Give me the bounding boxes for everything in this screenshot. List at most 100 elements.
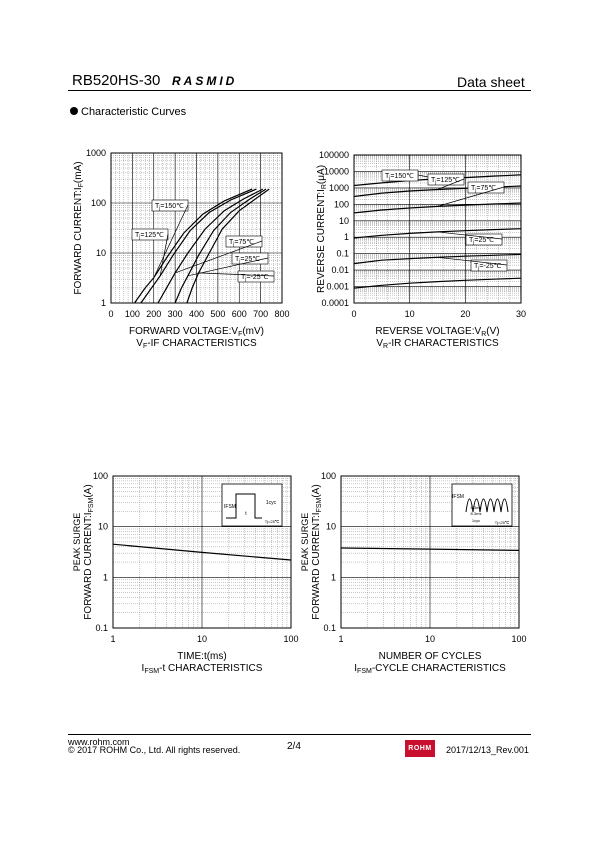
series-label: Tj=150℃ (155, 203, 184, 212)
series-label: Tj=150℃ (385, 173, 414, 182)
callout-pointer (437, 186, 505, 207)
x-tick-label: 10 (425, 634, 435, 644)
series-callout-box (231, 252, 269, 265)
bullet-icon (70, 107, 78, 115)
footer-rule (68, 734, 531, 735)
inset-label: 8.3ms (471, 505, 482, 510)
y-tick-label: 0.1 (323, 623, 336, 633)
series-line (353, 228, 522, 239)
y-tick-label: 0.01 (331, 265, 349, 275)
plot-frame (110, 152, 283, 304)
y-tick-label: 100 (334, 199, 349, 209)
inset-label: IFSM (452, 494, 464, 500)
y-axis-label: FORWARD CURRENT:IFSM(A) (311, 484, 323, 619)
y-tick-label: 10 (98, 522, 108, 532)
y-tick-label: 1000 (86, 148, 106, 158)
y-tick-label: 100 (91, 198, 106, 208)
y-tick-label: 1 (331, 572, 336, 582)
x-tick-label: 200 (146, 309, 161, 319)
x-tick-label: 1 (338, 634, 343, 644)
chart-title: VR-IR CHARACTERISTICS (376, 338, 499, 350)
series-line (140, 188, 257, 304)
x-tick-label: 30 (516, 309, 526, 319)
series-callout-box (237, 270, 275, 283)
section-title: Characteristic Curves (81, 106, 187, 118)
inset-label: 8.3ms (471, 511, 482, 516)
x-tick-label: 500 (210, 309, 225, 319)
series-line (134, 188, 253, 304)
y-tick-label: 100 (93, 471, 108, 481)
chart-vr: 0.00010.0010.010.11101001000100001000000… (316, 150, 526, 350)
page-number: 2/4 (287, 741, 301, 752)
y-tick-label: 0.001 (326, 282, 349, 292)
footer-url[interactable]: www.rohm.com (68, 737, 130, 747)
x-axis-label: NUMBER OF CYCLES (379, 651, 482, 662)
x-tick-label: 1 (110, 634, 115, 644)
x-tick-label: 100 (283, 634, 298, 644)
series-line (340, 547, 520, 551)
series-label: Tj=125℃ (135, 232, 164, 241)
series-line (157, 188, 264, 304)
section-heading: Characteristic Curves (70, 106, 186, 118)
series-line (353, 202, 522, 214)
chart-title: IFSM-CYCLE CHARACTERISTICS (354, 663, 506, 675)
rohm-logo: ROHM (405, 740, 435, 757)
x-tick-label: 0 (351, 309, 356, 319)
plot-frame (112, 475, 292, 629)
x-axis-label: TIME:t(ms) (177, 651, 226, 662)
inset-label: Tj=25℃ (265, 519, 280, 524)
y-axis-label: FORWARD CURRENT:IFSM(A) (83, 484, 95, 619)
series-callout-box (470, 259, 508, 272)
series-label: Tj=125℃ (431, 177, 460, 186)
series-label: Tj=25℃ (235, 256, 260, 265)
x-tick-label: 100 (511, 634, 526, 644)
sine-waveform (465, 498, 509, 513)
x-tick-label: 10 (197, 634, 207, 644)
series-line (186, 188, 270, 304)
x-tick-label: 100 (125, 309, 140, 319)
y-tick-label: 0.0001 (321, 298, 349, 308)
y-tick-label: 1 (101, 298, 106, 308)
y-tick-label: 0.1 (336, 249, 349, 259)
series-line (353, 277, 522, 289)
series-label: Tj=-25℃ (474, 263, 502, 272)
callout-pointer (437, 178, 465, 190)
inset-label: 1cyc (472, 518, 480, 523)
y-tick-label: 10 (339, 216, 349, 226)
inset-label: t (245, 511, 247, 517)
chart-title: VF-IF CHARACTERISTICS (136, 338, 257, 350)
series-callout-box (467, 181, 505, 194)
series-line (353, 253, 522, 265)
y-tick-label: 1000 (329, 183, 349, 193)
x-tick-label: 800 (274, 309, 289, 319)
y-tick-label: 10 (96, 248, 106, 258)
y-axis-label: REVERSE CURRENT:IR(μA) (316, 165, 328, 293)
series-line (112, 543, 292, 561)
y-tick-label: 10000 (324, 166, 349, 176)
x-axis-label: FORWARD VOLTAGE:VF(mV) (129, 326, 264, 338)
brand-logo: RASMID (172, 74, 238, 88)
y-axis-label-top: PEAK SURGE (300, 513, 310, 572)
x-tick-label: 600 (232, 309, 247, 319)
x-tick-label: 400 (189, 309, 204, 319)
callout-pointer (159, 233, 169, 276)
doc-type: Data sheet (457, 74, 525, 90)
y-tick-label: 10 (326, 522, 336, 532)
y-tick-label: 1 (344, 232, 349, 242)
y-axis-label: FORWARD CURRENT:IF(mA) (73, 161, 85, 294)
inset-label: Tj=25℃ (495, 520, 510, 525)
series-line (174, 188, 267, 304)
revision-date: 2017/12/13_Rev.001 (446, 745, 529, 755)
footer-copyright: © 2017 ROHM Co., Ltd. All rights reserve… (68, 745, 241, 755)
x-tick-label: 20 (460, 309, 470, 319)
part-number: RB520HS-30 (72, 72, 161, 89)
series-callout-box (427, 173, 465, 186)
series-callout-box (381, 169, 419, 182)
inset-frame (221, 483, 283, 527)
